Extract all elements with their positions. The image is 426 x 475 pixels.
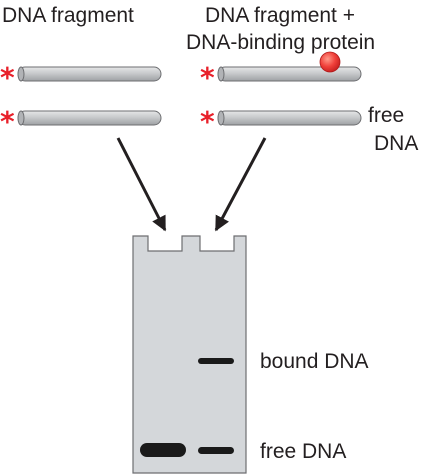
radiolabel-star-icon: *	[0, 61, 15, 94]
dna-fragment-left-bottom	[17, 110, 162, 126]
bound-dna-label: bound DNA	[260, 350, 369, 373]
radiolabel-star-icon: *	[0, 105, 15, 138]
right-title-line2: DNA-binding protein	[186, 31, 375, 54]
free-dna-band-left-lane	[140, 443, 186, 457]
left-title: DNA fragment	[2, 4, 134, 27]
arrow-right-lane	[214, 137, 267, 232]
dna-binding-protein-icon	[319, 51, 341, 73]
right-title-line1: DNA fragment +	[205, 4, 355, 27]
free-dna-label-line1: free	[368, 104, 404, 127]
free-dna-label-line2: DNA	[374, 132, 418, 155]
free-dna-band-right-lane	[198, 447, 234, 454]
dna-fragment-left-top	[17, 66, 162, 82]
dna-fragment-right-bottom	[217, 110, 362, 126]
bound-dna-band	[198, 358, 234, 364]
arrow-left-lane	[116, 137, 167, 232]
free-dna-band-label: free DNA	[260, 440, 346, 463]
gel	[132, 235, 247, 474]
radiolabel-star-icon: *	[200, 105, 215, 138]
radiolabel-star-icon: *	[200, 61, 215, 94]
dna-fragment-right-top	[217, 66, 362, 82]
